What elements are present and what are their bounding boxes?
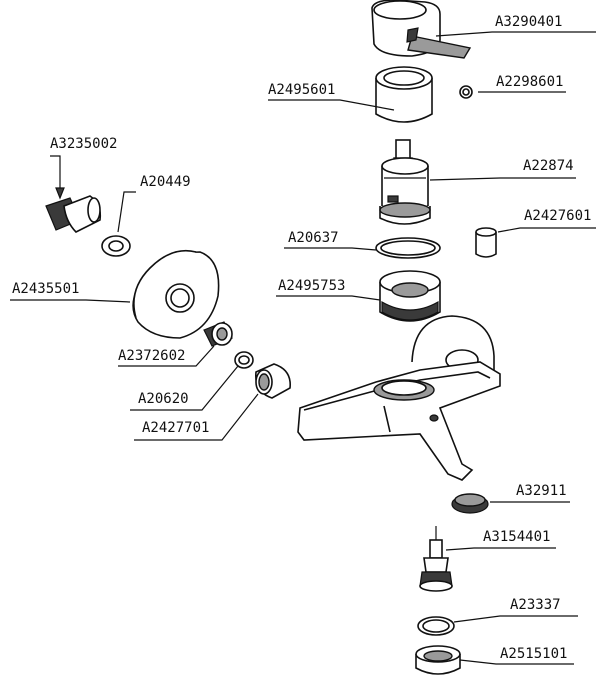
washer-small [101, 235, 131, 257]
o-ring-bottom [417, 616, 455, 636]
label-a3154401: A3154401 [483, 529, 550, 545]
cartridge [379, 139, 431, 225]
eccentric-fitting [203, 321, 233, 347]
label-a2495601: A2495601 [268, 82, 335, 98]
label-a3235002: A3235002 [50, 136, 117, 152]
pin [475, 227, 497, 258]
callout-a32911: A32911 [490, 483, 570, 503]
threaded-nut [379, 270, 441, 322]
label-a2372602: A2372602 [118, 348, 185, 364]
label-a22874: A22874 [523, 158, 574, 174]
label-a20449: A20449 [140, 174, 191, 190]
small-ring [459, 85, 473, 99]
callout-a3235002: A3235002 [50, 136, 117, 200]
label-a20620: A20620 [138, 391, 189, 407]
quick-connector [45, 195, 102, 233]
bottom-nut [415, 645, 461, 675]
callout-a2372602: A2372602 [118, 345, 215, 367]
callout-a2298601: A2298601 [478, 74, 566, 93]
callout-a2435501: A2435501 [10, 281, 131, 303]
label-a32911: A32911 [516, 483, 567, 499]
callout-a3154401: A3154401 [445, 529, 556, 551]
mixer-body [297, 315, 501, 481]
callout-a2427701: A2427701 [134, 393, 259, 441]
sleeve [375, 66, 433, 123]
label-a2495753: A2495753 [278, 278, 345, 294]
label-a2515101: A2515101 [500, 646, 567, 662]
callout-a2427601: A2427601 [497, 208, 596, 233]
label-a2427701: A2427701 [142, 420, 209, 436]
callout-a3290401: A3290401 [435, 14, 596, 37]
wall-flange [132, 249, 220, 339]
aerator-cap [451, 493, 489, 514]
callout-a20620: A20620 [130, 365, 239, 411]
label-a2427601: A2427601 [524, 208, 591, 224]
diverter-valve [419, 526, 453, 592]
o-ring-large [375, 237, 441, 259]
label-a2435501: A2435501 [12, 281, 79, 297]
callout-a2495601: A2495601 [268, 82, 395, 111]
callout-a20637: A20637 [284, 230, 377, 251]
label-a20637: A20637 [288, 230, 339, 246]
callout-a2495753: A2495753 [276, 278, 381, 301]
callout-a23337: A23337 [453, 597, 578, 623]
washer-thin [234, 351, 254, 369]
label-a2298601: A2298601 [496, 74, 563, 90]
cap-nut [255, 363, 291, 399]
callout-a2515101: A2515101 [459, 646, 574, 665]
callout-a22874: A22874 [429, 158, 576, 181]
label-a3290401: A3290401 [495, 14, 562, 30]
callout-a20449: A20449 [117, 174, 191, 233]
lever-handle [371, 0, 472, 59]
label-a23337: A23337 [510, 597, 561, 613]
